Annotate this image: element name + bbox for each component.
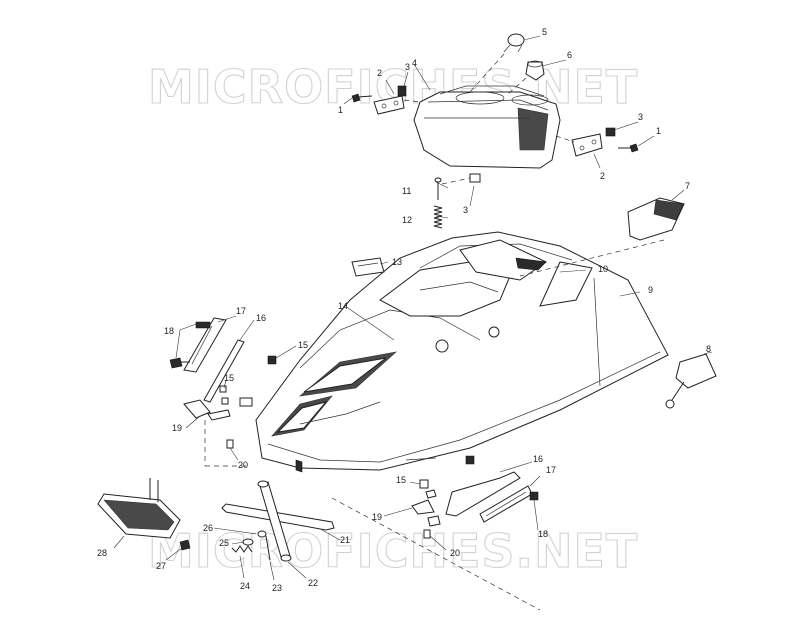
mirror-part-8 <box>665 353 717 409</box>
callout-26: 26 <box>203 523 213 533</box>
callout-17b: 17 <box>546 465 556 475</box>
callout-15c: 15 <box>396 475 406 485</box>
callout-1b: 1 <box>656 126 661 136</box>
callout-4: 4 <box>412 58 417 68</box>
callout-21: 21 <box>340 535 350 545</box>
callout-12: 12 <box>402 215 412 225</box>
hood-part-9 <box>255 231 669 473</box>
dash-left-bracket <box>403 99 421 103</box>
dash-right-bracket <box>555 135 575 143</box>
cover-part-13 <box>351 257 385 277</box>
dash-windshield <box>519 239 665 277</box>
callout-27: 27 <box>156 561 166 571</box>
callout-17a: 17 <box>236 306 246 316</box>
watermark-bottom: MICROFICHES.NET <box>148 524 638 578</box>
left-screw-part-1 <box>351 93 373 103</box>
callout-16b: 16 <box>533 454 543 464</box>
bolt-part-18-right <box>529 491 539 501</box>
spring-part-24 <box>231 545 253 553</box>
nuts-part-15-left <box>219 355 277 407</box>
nuts-part-15-right <box>419 455 475 527</box>
screw-part-20-left <box>226 439 234 449</box>
callout-6: 6 <box>567 50 572 60</box>
callout-19b: 19 <box>372 512 382 522</box>
callout-24: 24 <box>240 581 250 591</box>
clip-part-3-center <box>469 173 481 183</box>
bolts-part-18-left <box>169 321 211 369</box>
callout-7: 7 <box>685 181 690 191</box>
callout-15a: 15 <box>298 340 308 350</box>
callout-3b: 3 <box>638 112 643 122</box>
callout-20b: 20 <box>450 548 460 558</box>
screw-part-20-right <box>423 529 431 539</box>
strap-part-17-left <box>183 317 227 373</box>
callout-2a: 2 <box>377 68 382 78</box>
screw-part-11 <box>434 177 442 200</box>
leader-lines <box>113 35 713 581</box>
headlight-housing <box>413 85 561 169</box>
callout-14: 14 <box>338 301 348 311</box>
clip-part-19-right <box>411 499 435 515</box>
windshield-part-7 <box>627 197 685 241</box>
callout-20a: 20 <box>238 460 248 470</box>
callout-18b: 18 <box>538 529 548 539</box>
right-clip-part-3 <box>605 127 616 137</box>
socket-part-6 <box>525 60 545 81</box>
frame-part-21 <box>221 480 335 562</box>
right-bracket-part-2 <box>571 133 603 157</box>
left-bracket-part-2 <box>373 95 405 115</box>
callout-2b: 2 <box>600 171 605 181</box>
left-clip-part-3 <box>397 85 407 97</box>
callout-3c: 3 <box>463 205 468 215</box>
callout-9: 9 <box>648 285 653 295</box>
callout-10: 10 <box>598 264 608 274</box>
screw-part-27 <box>179 539 191 551</box>
clip-part-19-left <box>183 399 231 421</box>
spring-part-12 <box>433 205 443 229</box>
callout-labels: 1 2 3 4 5 6 3 1 2 7 11 3 12 13 10 9 14 1… <box>97 27 711 593</box>
lead-10 <box>559 269 587 273</box>
pin-part-23 <box>265 535 271 561</box>
callout-15b: 15 <box>224 373 234 383</box>
callout-5: 5 <box>542 27 547 37</box>
washer-part-25 <box>242 538 254 546</box>
dash-screw-11 <box>441 177 471 185</box>
callout-1a: 1 <box>338 105 343 115</box>
callout-13: 13 <box>392 257 402 267</box>
dash-frame <box>331 497 541 611</box>
callout-23: 23 <box>272 583 282 593</box>
bar-part-16-left <box>203 339 245 403</box>
callout-11: 11 <box>402 186 411 196</box>
callout-18a: 18 <box>164 326 174 336</box>
bulb-part-5 <box>503 33 525 53</box>
bushing-part-26 <box>257 530 267 538</box>
bracket-part-28 <box>97 478 181 539</box>
dash-socket <box>507 77 527 95</box>
callout-28: 28 <box>97 548 107 558</box>
callout-19a: 19 <box>172 423 182 433</box>
bar-part-16-right <box>445 471 521 517</box>
callout-8: 8 <box>706 344 711 354</box>
callout-16a: 16 <box>256 313 266 323</box>
callout-3a: 3 <box>405 62 410 72</box>
right-screw-part-1 <box>618 143 639 153</box>
callout-25: 25 <box>219 538 229 548</box>
callout-22: 22 <box>308 578 318 588</box>
